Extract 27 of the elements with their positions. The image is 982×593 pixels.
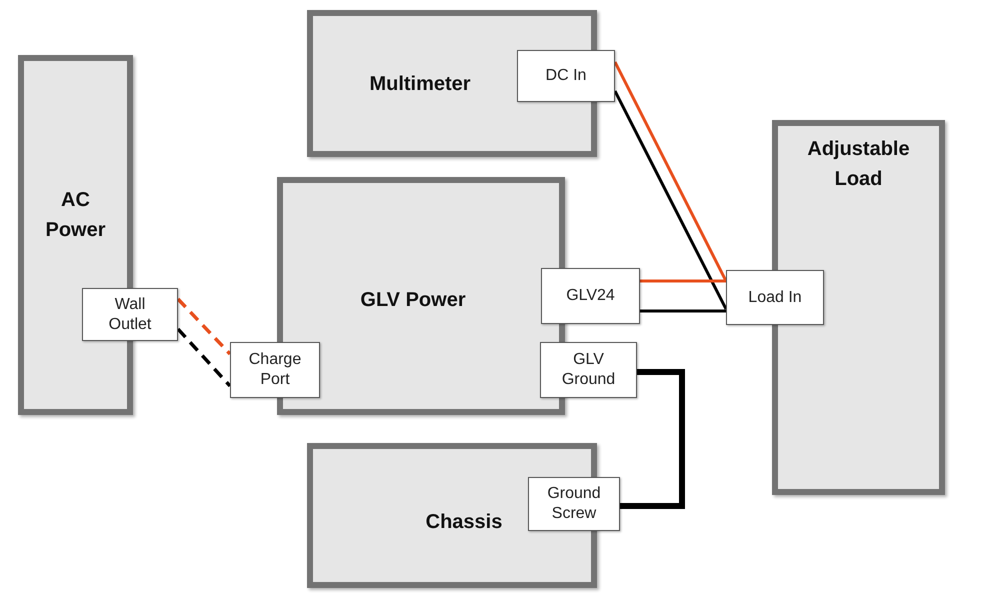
component-block: [307, 10, 597, 157]
connector-port-box: [726, 270, 824, 325]
port-label: Ground Screw: [546, 484, 602, 524]
block-title: AC Power: [44, 188, 107, 243]
wire: [620, 369, 685, 509]
port-label: Load In: [747, 288, 803, 308]
block-title: Multimeter: [369, 72, 471, 96]
wire: [176, 298, 232, 356]
wire: [614, 61, 728, 282]
connector-port-box: [528, 477, 620, 531]
connector-port-box: [517, 50, 615, 102]
port-label: Charge Port: [248, 350, 302, 390]
connector-port-box: [541, 268, 640, 324]
wire: [640, 310, 726, 312]
wire: [176, 328, 232, 388]
port-label: DC In: [544, 66, 588, 86]
port-label: Wall Outlet: [108, 294, 152, 334]
connector-port-box: [230, 342, 320, 398]
block-title: Chassis: [426, 510, 502, 534]
connector-port-box: [82, 288, 178, 341]
block-title: Adjustable Load: [806, 137, 911, 192]
connector-port-box: [540, 342, 637, 398]
port-label: GLV24: [565, 286, 616, 306]
wire: [640, 280, 726, 282]
port-label: GLV Ground: [560, 350, 616, 390]
block-title: GLV Power: [360, 288, 466, 313]
wire: [614, 90, 728, 310]
